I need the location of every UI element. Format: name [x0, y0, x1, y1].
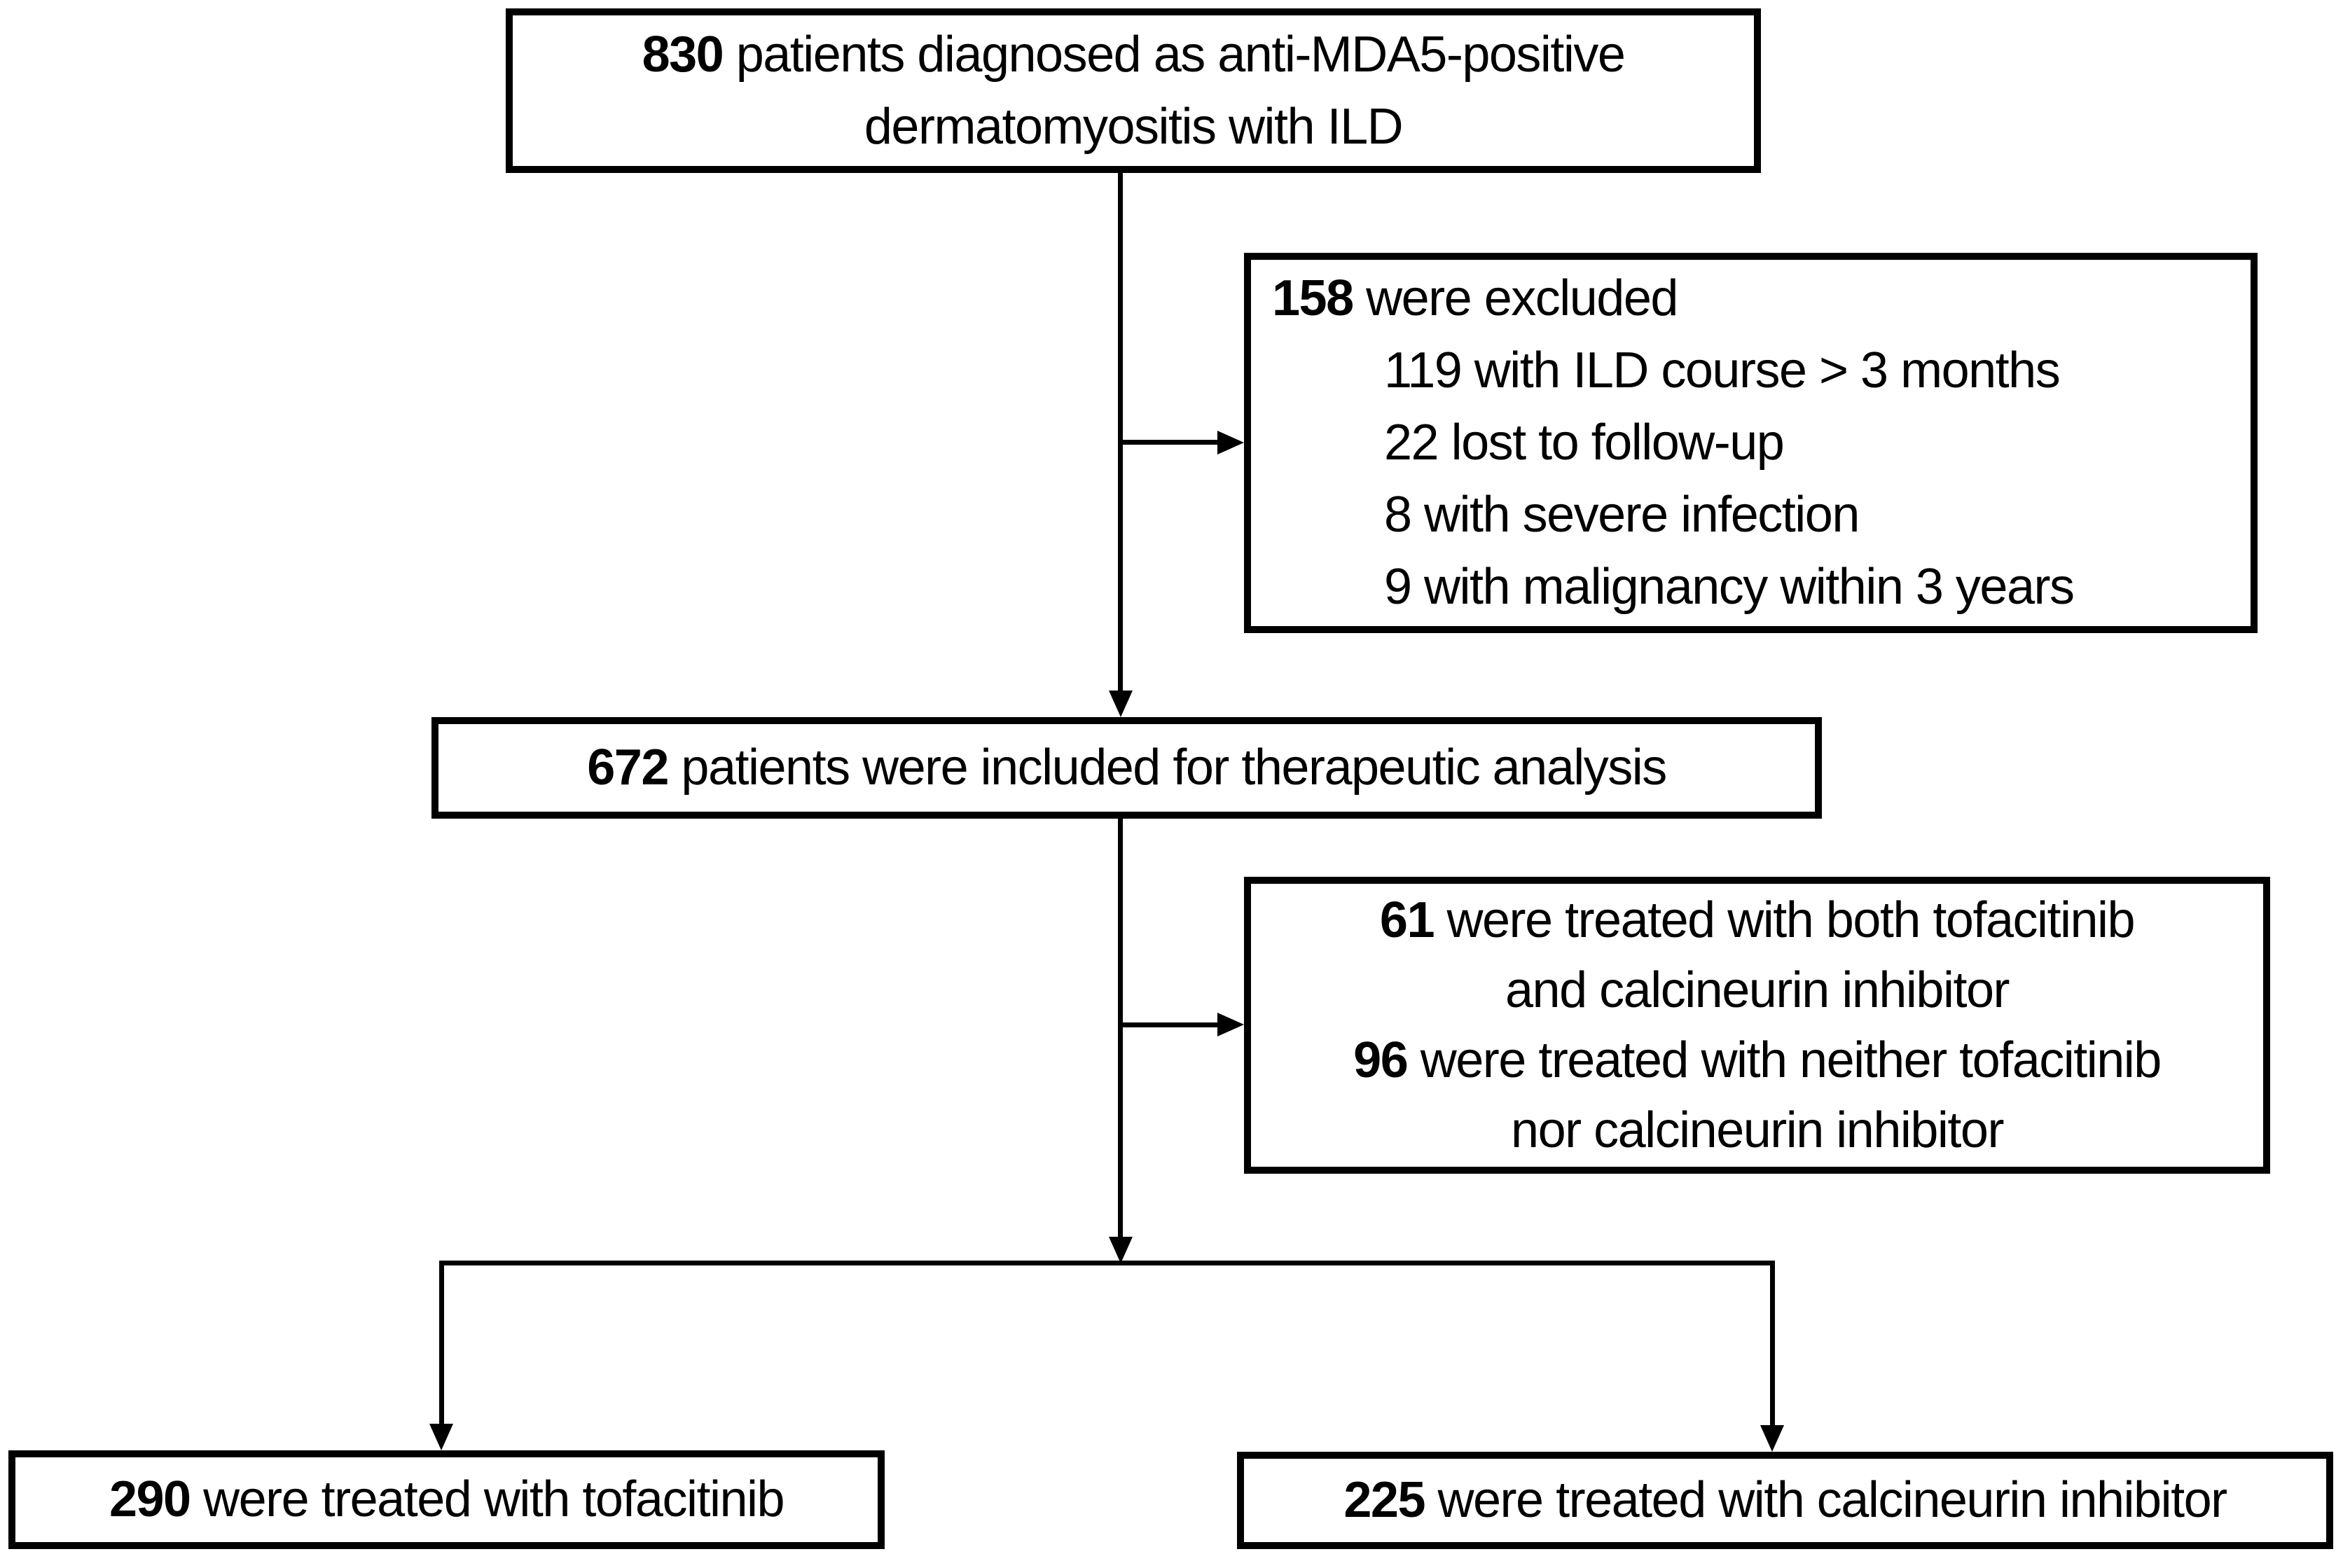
other-line-4: nor calcineurin inhibitor [1251, 1095, 2263, 1165]
excluded-item: 8 with severe infection [1384, 487, 1860, 543]
excluded-header-text: were excluded [1353, 270, 1678, 326]
arrow-right-icon [1217, 1013, 1244, 1036]
enrolled-text-1: patients diagnosed as anti-MDA5-positive [723, 26, 1626, 83]
excluded-item: 22 lost to follow-up [1384, 415, 1785, 471]
excluded-header: 158 were excluded [1251, 263, 2251, 335]
arrow-down-icon [1109, 1237, 1133, 1263]
tofacitinib-count: 290 [109, 1471, 191, 1527]
calcineurin-text: were treated with calcineurin inhibitor [1425, 1472, 2228, 1528]
connector-drop-tofacitinib [439, 1261, 444, 1424]
other-text-3: were treated with neither tofacitinib [1407, 1032, 2162, 1088]
connector-drop-calcineurin [1770, 1261, 1775, 1425]
box-tofacitinib-arm: 290 were treated with tofacitinib [8, 1450, 885, 1549]
tofacitinib-line: 290 were treated with tofacitinib [15, 1464, 878, 1536]
excluded-item: 119 with ILD course > 3 months [1384, 342, 2061, 398]
other-text-2: and calcineurin inhibitor [1505, 962, 2010, 1018]
enrolled-line-2: dermatomyositis with ILD [513, 91, 1754, 163]
other-text-4: nor calcineurin inhibitor [1511, 1102, 2004, 1158]
connector-branch-other-treatment [1121, 1022, 1220, 1027]
other-text-1: were treated with both tofacitinib [1434, 892, 2136, 948]
box-excluded-patients: 158 were excluded 119 with ILD course > … [1244, 253, 2258, 633]
included-line: 672 patients were included for therapeut… [438, 732, 1815, 804]
excluded-count: 158 [1272, 270, 1354, 326]
other-line-2: and calcineurin inhibitor [1251, 955, 2263, 1025]
both-count: 61 [1379, 892, 1435, 948]
enrolled-line-1: 830 patients diagnosed as anti-MDA5-posi… [513, 19, 1754, 91]
excluded-item: 9 with malignancy within 3 years [1384, 559, 2075, 615]
arrow-down-icon [1109, 691, 1133, 717]
tofacitinib-text: were treated with tofacitinib [190, 1471, 785, 1527]
included-text: patients were included for therapeutic a… [668, 740, 1667, 796]
enrolled-text-2: dermatomyositis with ILD [864, 98, 1404, 155]
connector-split-horizontal [439, 1261, 1775, 1265]
box-enrolled-patients: 830 patients diagnosed as anti-MDA5-posi… [506, 8, 1761, 173]
neither-count: 96 [1353, 1032, 1409, 1088]
box-included-patients: 672 patients were included for therapeut… [431, 717, 1822, 819]
calcineurin-line: 225 were treated with calcineurin inhibi… [1244, 1464, 2326, 1536]
box-calcineurin-arm: 225 were treated with calcineurin inhibi… [1237, 1452, 2333, 1549]
other-line-1: 61 were treated with both tofacitinib [1251, 885, 2263, 955]
enrolled-count: 830 [642, 26, 724, 83]
box-other-treatment: 61 were treated with both tofacitinib an… [1244, 877, 2270, 1174]
calcineurin-count: 225 [1343, 1472, 1425, 1528]
arrow-down-icon [429, 1424, 453, 1450]
connector-branch-excluded [1121, 440, 1220, 445]
arrow-down-icon [1760, 1425, 1784, 1452]
connector-included-to-split [1118, 819, 1123, 1239]
arrow-right-icon [1217, 431, 1244, 455]
connector-enrolled-to-included [1118, 173, 1123, 693]
other-line-3: 96 were treated with neither tofacitinib [1251, 1025, 2263, 1095]
included-count: 672 [587, 740, 669, 796]
